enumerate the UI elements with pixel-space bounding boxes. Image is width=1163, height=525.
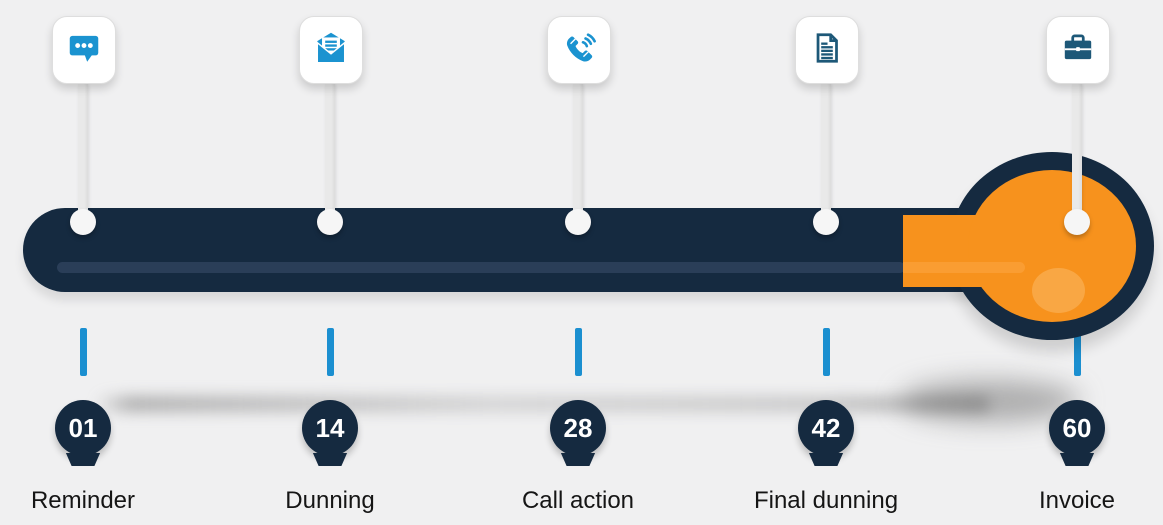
milestone-label: Call action (521, 487, 635, 514)
milestone-label: Final dunning (753, 487, 899, 514)
connector-dot (565, 209, 591, 235)
chat-dots-icon (65, 29, 103, 72)
day-number: 01 (55, 400, 111, 456)
badge-tab (808, 453, 844, 466)
day-number: 28 (550, 400, 606, 456)
document-lines-icon (808, 29, 846, 72)
tick-mark (823, 328, 830, 376)
day-badge: 28 (550, 400, 606, 466)
badge-tab (1059, 453, 1095, 466)
connector-stem (1072, 80, 1082, 225)
ringing-phone-icon (560, 29, 598, 72)
badge-tab (312, 453, 348, 466)
connector-dot (1064, 209, 1090, 235)
day-number: 14 (302, 400, 358, 456)
timeline-bar-inner-stripe (57, 262, 905, 273)
connector-dot (317, 209, 343, 235)
day-badge: 14 (302, 400, 358, 466)
tick-mark (80, 328, 87, 376)
day-number: 60 (1049, 400, 1105, 456)
connector-dot (813, 209, 839, 235)
tick-mark (327, 328, 334, 376)
milestone-label: Reminder (30, 487, 136, 514)
briefcase-icon (1059, 29, 1097, 72)
day-badge: 60 (1049, 400, 1105, 466)
connector-stem (325, 80, 335, 225)
day-number: 42 (798, 400, 854, 456)
icon-card (547, 16, 611, 84)
icon-card (299, 16, 363, 84)
icon-card (1046, 16, 1110, 84)
icon-card (795, 16, 859, 84)
tick-mark (575, 328, 582, 376)
circle-ground-shadow (900, 380, 1080, 422)
badge-tab (65, 453, 101, 466)
milestone-label: Dunning (285, 487, 375, 514)
tick-mark (1074, 328, 1081, 376)
ground-shadow-band (95, 396, 990, 412)
milestone-label: Invoice (1038, 487, 1116, 514)
connector-stem (78, 80, 88, 225)
badge-tab (560, 453, 596, 466)
connector-stem (573, 80, 583, 225)
day-badge: 01 (55, 400, 111, 466)
invoice-circle-highlight (1032, 268, 1085, 313)
timeline-bar (23, 208, 1000, 292)
invoice-circle-stripe (903, 262, 1025, 273)
day-badge: 42 (798, 400, 854, 466)
icon-card (52, 16, 116, 84)
connector-dot (70, 209, 96, 235)
connector-stem (821, 80, 831, 225)
open-envelope-letter-icon (312, 29, 350, 72)
